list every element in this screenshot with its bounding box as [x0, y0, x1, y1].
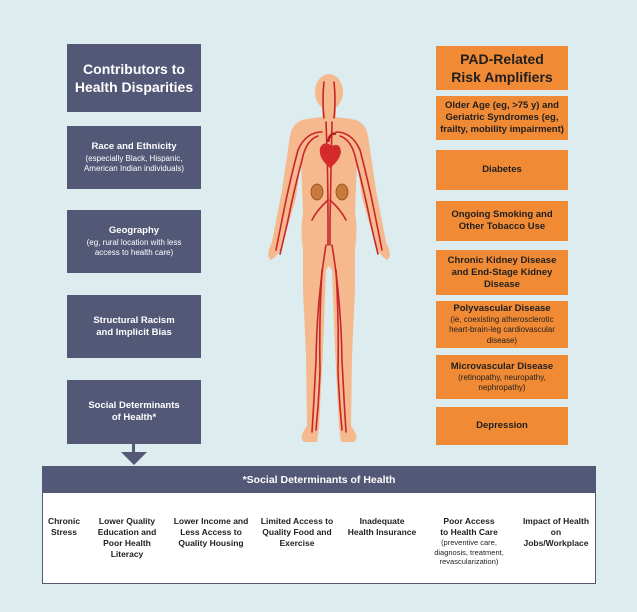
contributor-social-determinants: Social Determinants of Health* — [67, 380, 201, 444]
human-body-illustration — [268, 74, 390, 442]
heart-icon — [319, 132, 341, 168]
sdoh-item-title: Inadequate Health Insurance — [347, 516, 417, 537]
kidney-icon — [310, 183, 349, 201]
risk-title: Ongoing Smoking and Other Tobacco Use — [451, 209, 553, 232]
sdoh-item-title: Lower Quality Education and Poor Health … — [97, 516, 157, 559]
risk-subtitle: (ie, coexisting atherosclerotic heart-br… — [449, 314, 555, 345]
sdoh-panel: Chronic Stress Lower Quality Education a… — [42, 493, 596, 584]
risk-diabetes: Diabetes — [436, 150, 568, 190]
sdoh-health-care-access: Poor Access to Health Care (preventive c… — [423, 505, 515, 578]
contributor-subtitle: (eg, rural location with less access to … — [86, 237, 182, 258]
sdoh-food-exercise: Limited Access to Quality Food and Exerc… — [255, 505, 339, 549]
contributor-title: Geography — [108, 224, 160, 236]
risk-title: Microvascular Disease — [450, 360, 554, 372]
sdoh-health-insurance: Inadequate Health Insurance — [341, 505, 423, 538]
risk-title: Chronic Kidney Disease and End-Stage Kid… — [447, 254, 557, 290]
sdoh-item-title: Chronic Stress — [47, 516, 81, 537]
risk-subtitle: (retinopathy, neuropathy, nephropathy) — [458, 372, 546, 393]
risk-title: Polyvascular Disease — [453, 302, 551, 314]
contributor-title: Social Determinants of Health* — [88, 400, 180, 423]
sdoh-item-title: Limited Access to Quality Food and Exerc… — [260, 516, 334, 548]
contributor-geography: Geography (eg, rural location with less … — [67, 210, 201, 273]
connector-line — [132, 444, 135, 454]
sdoh-item-title: Lower Income and Less Access to Quality … — [173, 516, 249, 548]
risk-amplifiers-header-text: PAD-Related Risk Amplifiers — [451, 51, 553, 85]
contributor-subtitle: (especially Black, Hispanic, American In… — [83, 153, 185, 174]
sdoh-income-housing: Lower Income and Less Access to Quality … — [167, 505, 255, 549]
risk-older-age: Older Age (eg, >75 y) and Geriatric Synd… — [436, 96, 568, 140]
contributors-header-text: Contributors to Health Disparities — [74, 61, 194, 95]
sdoh-chronic-stress: Chronic Stress — [43, 505, 85, 538]
risk-title: Older Age (eg, >75 y) and Geriatric Synd… — [440, 100, 564, 135]
sdoh-title-bar: *Social Determinants of Health — [42, 466, 596, 493]
risk-polyvascular-disease: Polyvascular Disease (ie, coexisting ath… — [436, 301, 568, 348]
contributor-race-ethnicity: Race and Ethnicity (especially Black, Hi… — [67, 126, 201, 189]
risk-smoking: Ongoing Smoking and Other Tobacco Use — [436, 201, 568, 241]
risk-depression: Depression — [436, 407, 568, 445]
body-silhouette — [268, 74, 390, 442]
risk-amplifiers-header: PAD-Related Risk Amplifiers — [436, 46, 568, 90]
sdoh-education: Lower Quality Education and Poor Health … — [87, 505, 167, 560]
risk-kidney-disease: Chronic Kidney Disease and End-Stage Kid… — [436, 250, 568, 295]
sdoh-title: *Social Determinants of Health — [242, 473, 396, 486]
contributor-title: Race and Ethnicity — [91, 140, 177, 152]
risk-title: Diabetes — [482, 164, 522, 175]
contributor-title: Structural Racism and Implicit Bias — [93, 314, 175, 338]
sdoh-jobs-workplace: Impact of Health on Jobs/Workplace — [515, 505, 597, 549]
risk-microvascular-disease: Microvascular Disease (retinopathy, neur… — [436, 355, 568, 399]
down-arrow-icon — [121, 452, 147, 465]
contributors-header: Contributors to Health Disparities — [67, 44, 201, 112]
sdoh-item-title: Impact of Health on Jobs/Workplace — [522, 516, 590, 548]
contributor-structural-racism: Structural Racism and Implicit Bias — [67, 295, 201, 358]
sdoh-item-subtitle: (preventive care, diagnosis, treatment, … — [434, 538, 504, 566]
risk-title: Depression — [476, 420, 528, 431]
sdoh-item-title: Poor Access to Health Care — [440, 516, 498, 537]
